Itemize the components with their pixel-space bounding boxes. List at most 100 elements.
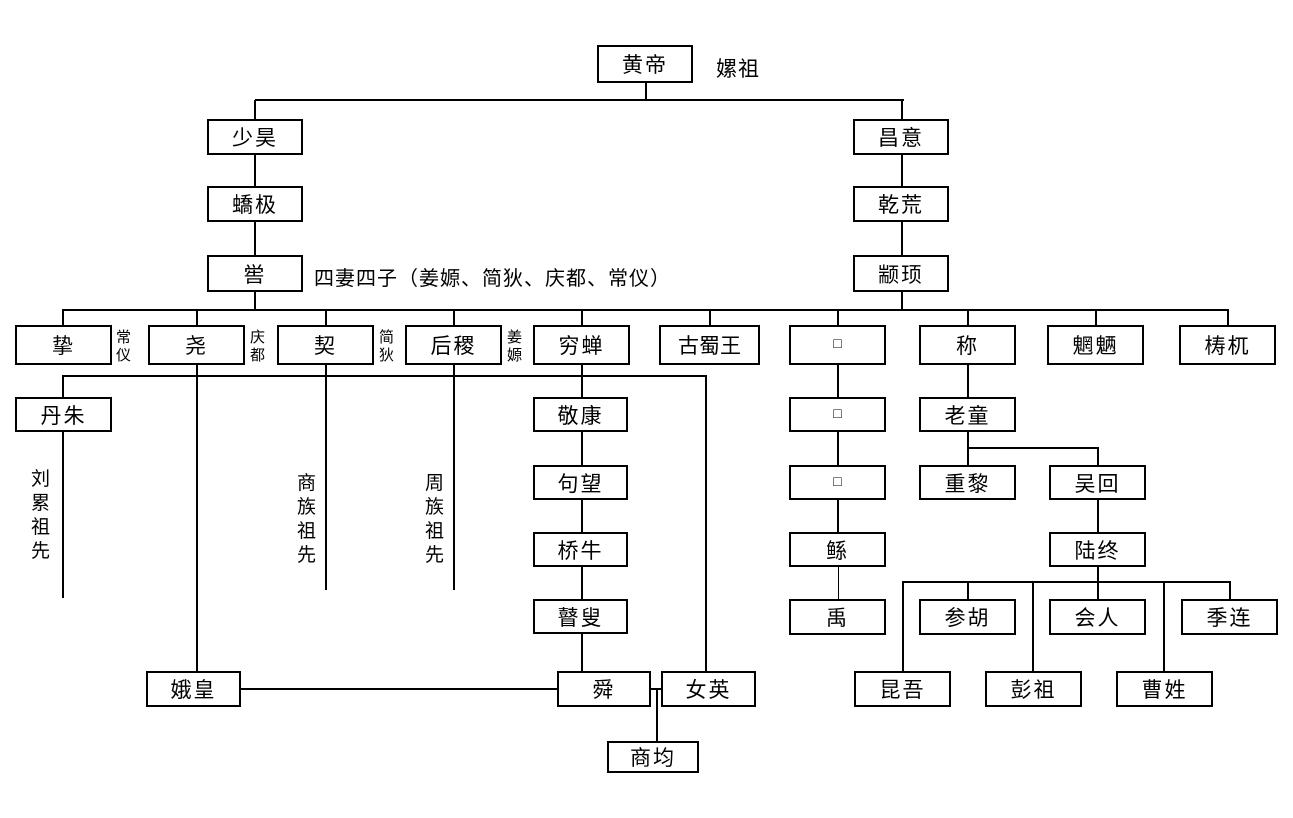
connector-line: [325, 309, 327, 325]
node-huangdi: 黄帝: [597, 45, 693, 83]
node-huiren: 会人: [1049, 599, 1146, 635]
node-danzhu: 丹朱: [15, 397, 112, 432]
label-four-wives: 四妻四子（姜嫄、简狄、庆都、常仪）: [314, 268, 671, 290]
label-shang-ancestor: 商族祖先: [296, 473, 316, 566]
node-houji: 后稷: [405, 325, 502, 365]
connector-line: [1097, 500, 1099, 533]
node-yu: 禹: [789, 599, 886, 635]
node-unknown1: □: [789, 325, 886, 365]
connector-line: [63, 309, 1229, 311]
node-shun: 舜: [557, 671, 651, 707]
node-unknown3: □: [789, 465, 886, 500]
node-taowu: 梼杌: [1179, 325, 1276, 365]
connector-line: [967, 309, 969, 325]
label-leizu: 嫘祖: [716, 57, 760, 81]
label-wife-jiangyuan: 姜嫄: [506, 330, 522, 364]
connector-line: [1097, 581, 1099, 600]
connector-line: [838, 567, 839, 600]
node-gun: 鲧: [789, 532, 886, 567]
connector-line: [901, 292, 903, 310]
node-changyi: 昌意: [853, 119, 949, 155]
label-wife-jiandi: 简狄: [378, 330, 394, 364]
node-zhi: 挚: [15, 325, 112, 365]
connector-line: [656, 688, 658, 742]
connector-line: [837, 365, 839, 398]
connector-line: [62, 375, 64, 398]
connector-line: [1095, 309, 1097, 325]
connector-line: [1097, 567, 1099, 582]
node-yao: 尧: [148, 325, 245, 365]
node-luzhong: 陆终: [1049, 532, 1146, 567]
node-caoxing: 曹姓: [1116, 671, 1213, 707]
node-ku: 喾: [207, 255, 303, 292]
connector-line: [62, 432, 64, 598]
connector-line: [1229, 581, 1231, 600]
connector-line: [453, 365, 455, 590]
connector-line: [581, 432, 583, 466]
node-qiaoniu: 桥牛: [533, 532, 628, 567]
node-zhuanxu: 颛顼: [853, 255, 949, 292]
node-nuying: 女英: [661, 671, 756, 707]
connector-line: [901, 222, 903, 256]
connector-line: [581, 567, 583, 600]
connector-line: [837, 309, 839, 325]
connector-line: [967, 365, 969, 398]
connector-line: [645, 83, 647, 100]
node-wuhui: 吴回: [1049, 465, 1146, 500]
connector-line: [1227, 309, 1229, 325]
connector-line: [709, 309, 711, 325]
node-cheng: 称: [919, 325, 1016, 365]
node-wangliang: 魍魉: [1047, 325, 1144, 365]
connector-line: [901, 155, 903, 187]
node-unknown2: □: [789, 397, 886, 432]
connector-line: [254, 100, 256, 120]
connector-line: [967, 447, 1099, 449]
connector-line: [967, 432, 969, 466]
connector-line: [837, 500, 839, 533]
connector-line: [254, 292, 256, 310]
connector-line: [453, 309, 455, 325]
connector-line: [902, 581, 904, 672]
node-jiaoji: 蟜极: [207, 186, 303, 222]
connector-line: [581, 634, 583, 672]
connector-line: [581, 365, 583, 398]
connector-line: [581, 309, 583, 325]
connector-line: [1163, 581, 1165, 672]
connector-line: [255, 99, 904, 101]
connector-line: [254, 222, 256, 256]
node-juwang: 句望: [533, 465, 628, 500]
connector-line: [62, 309, 64, 325]
label-wife-qingdu: 庆都: [249, 330, 265, 364]
connector-line: [581, 500, 583, 533]
connector-line: [967, 581, 969, 600]
connector-line: [62, 375, 707, 377]
connector-line: [705, 375, 707, 672]
node-canhu: 参胡: [919, 599, 1016, 635]
connector-line: [902, 581, 1231, 583]
label-zhou-ancestor: 周族祖先: [424, 473, 444, 566]
node-pengzu: 彭祖: [985, 671, 1082, 707]
connector-line: [240, 688, 561, 690]
node-shangjun: 商均: [607, 741, 699, 773]
node-laotong: 老童: [919, 397, 1016, 432]
connector-line: [901, 100, 903, 120]
node-qianhuang: 乾荒: [853, 186, 949, 222]
node-ehuang: 娥皇: [146, 671, 241, 707]
node-gusou: 瞽叟: [533, 599, 628, 634]
label-liulei-ancestor: 刘累祖先: [30, 469, 50, 562]
node-xie: 契: [277, 325, 374, 365]
connector-line: [325, 365, 327, 590]
connector-line: [1032, 581, 1034, 672]
node-gushuwang: 古蜀王: [659, 325, 760, 365]
connector-line: [254, 155, 256, 187]
node-kunwu: 昆吾: [854, 671, 951, 707]
connector-line: [196, 365, 198, 672]
label-wife-changyi: 常仪: [115, 330, 131, 364]
node-qiongchan: 穷蝉: [533, 325, 630, 365]
node-shaohao: 少昊: [207, 119, 303, 155]
node-jingkang: 敬康: [533, 397, 628, 432]
node-jilian: 季连: [1181, 599, 1278, 635]
connector-line: [1097, 447, 1099, 466]
connector-line: [837, 432, 839, 466]
